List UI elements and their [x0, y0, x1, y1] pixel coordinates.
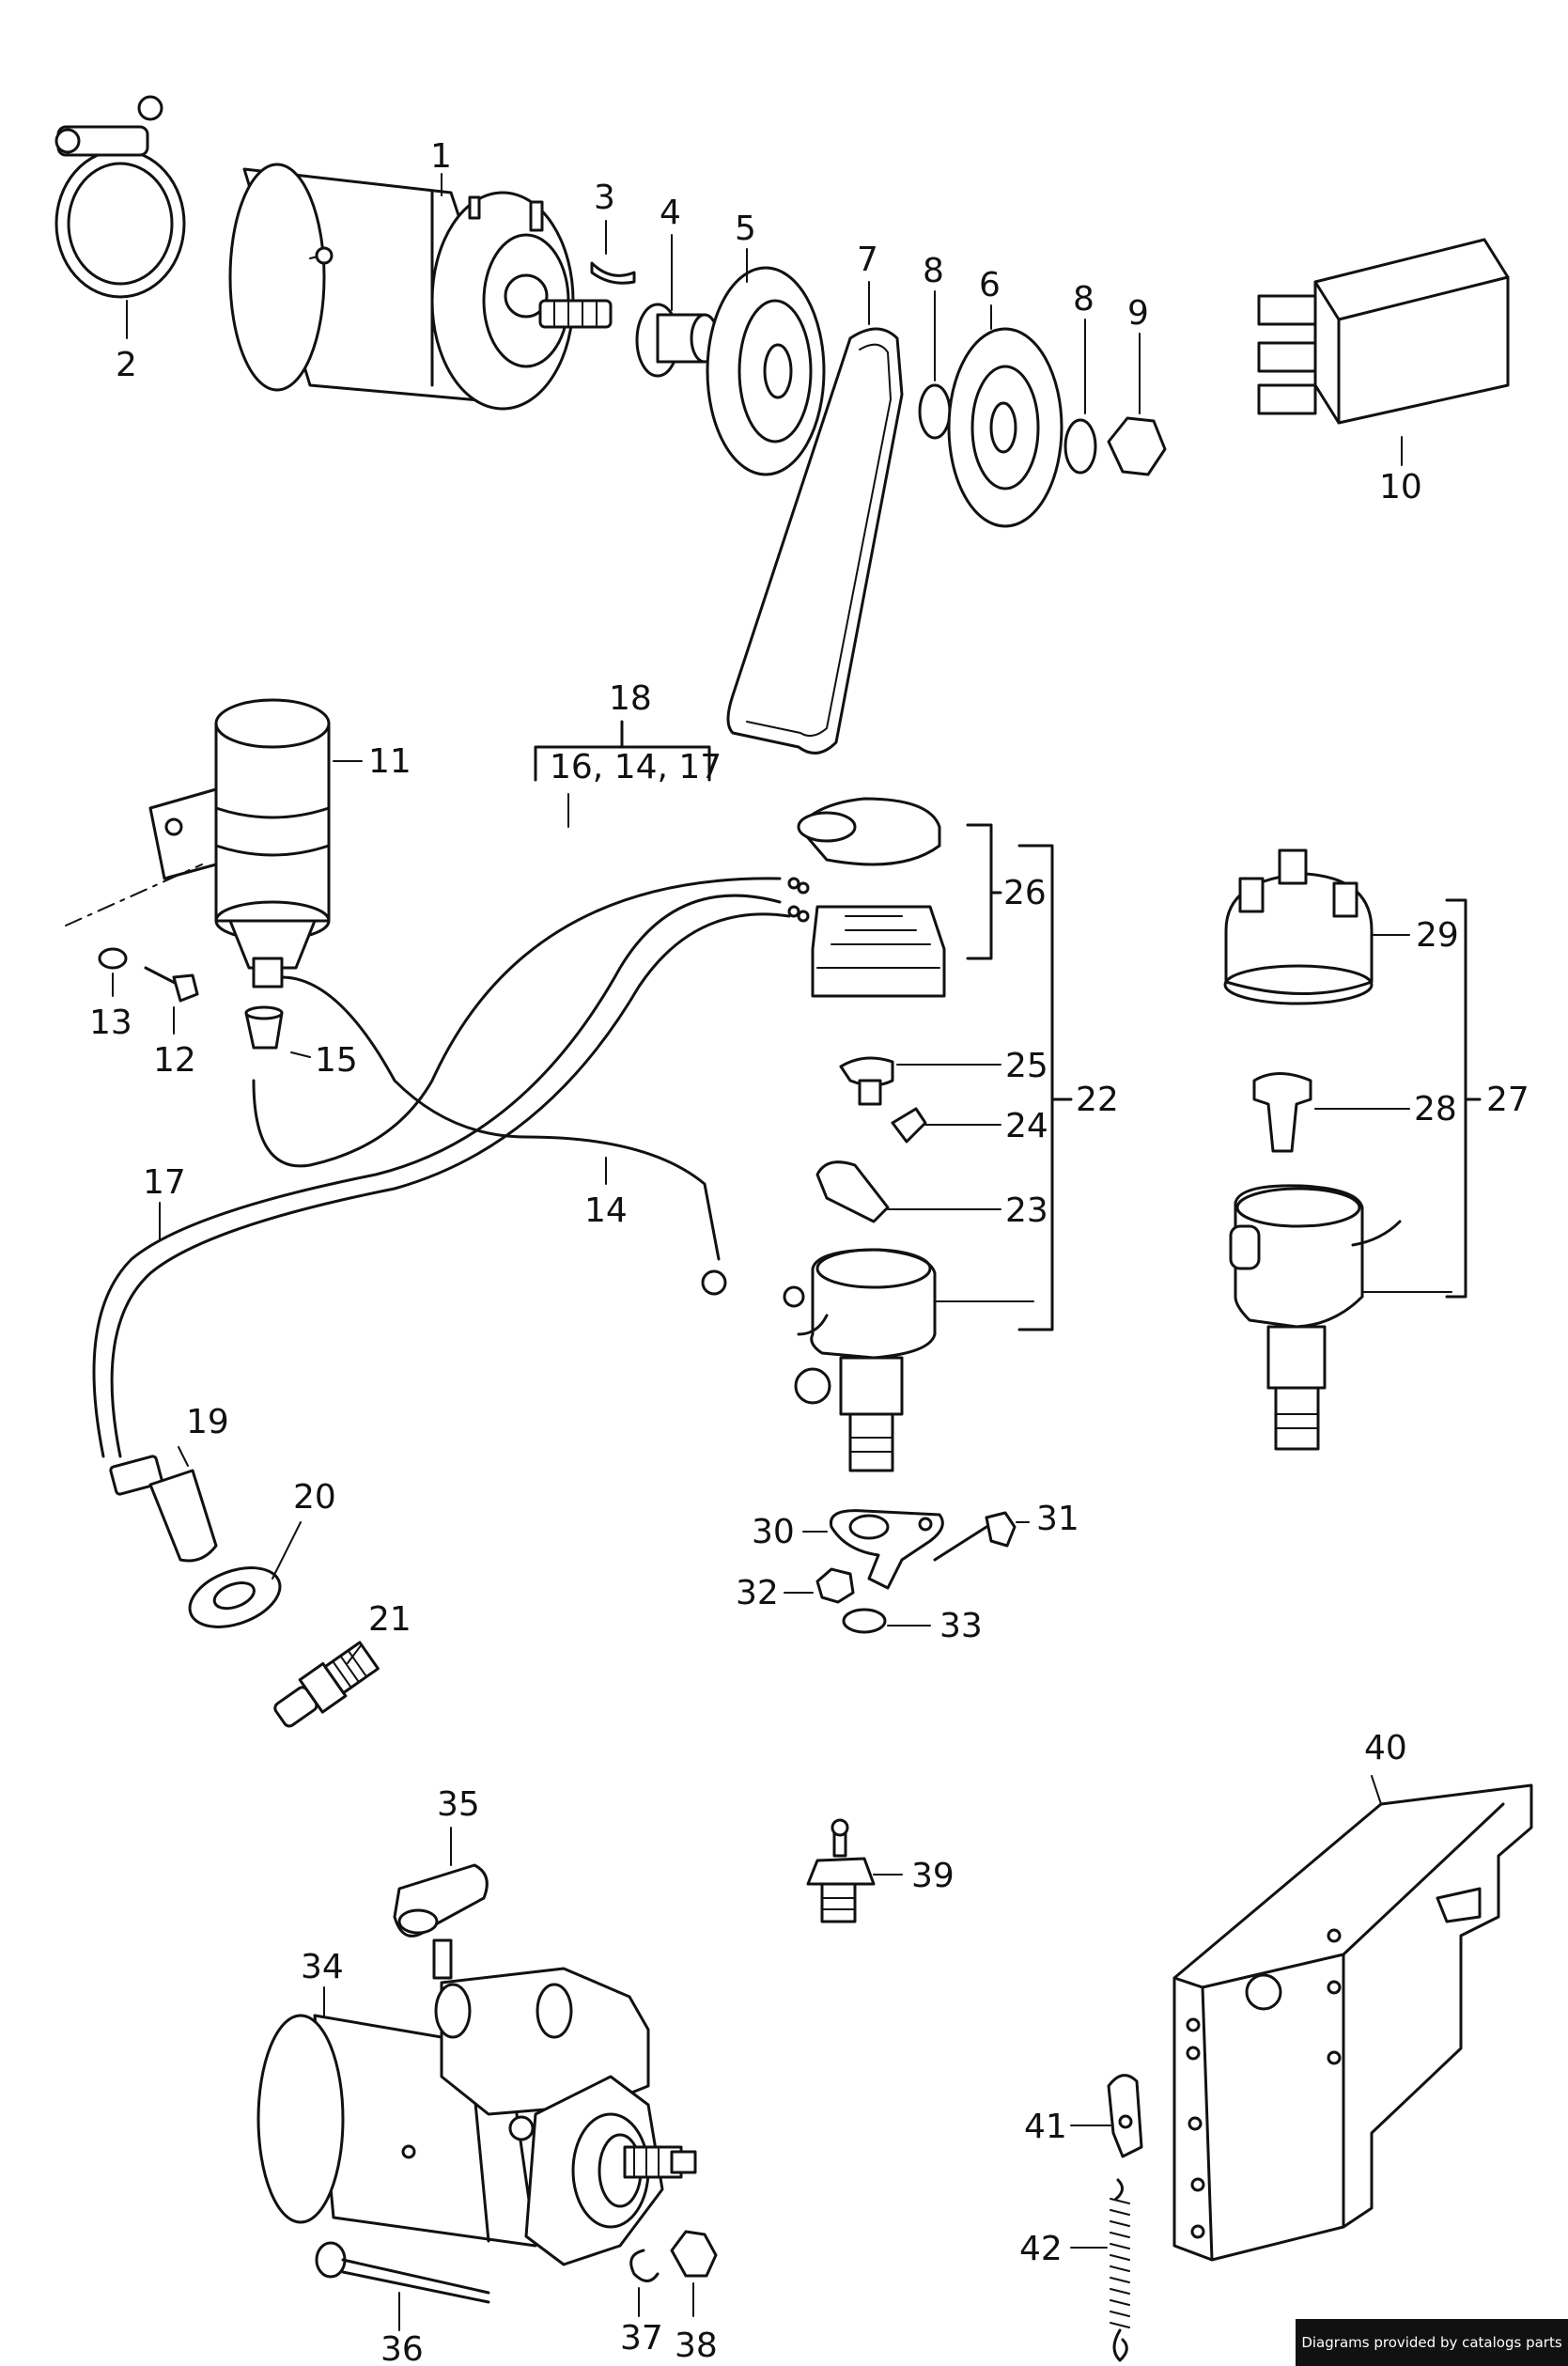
- callout-14a: 14: [584, 1191, 628, 1230]
- callout-29: 29: [1416, 916, 1459, 955]
- starter-boot: [393, 1863, 489, 1938]
- callout-18: 18: [609, 679, 652, 718]
- callout-16-14-17: 16, 14, 17: [550, 748, 722, 786]
- plug-seal: [188, 1566, 282, 1628]
- callout-10: 10: [1379, 468, 1422, 506]
- distributor-cap-29: [1223, 848, 1374, 1005]
- callout-5: 5: [735, 210, 756, 248]
- callout-28: 28: [1414, 1090, 1457, 1129]
- hose-clamp: [54, 95, 186, 299]
- callout-22: 22: [1076, 1081, 1119, 1119]
- cover-plate: [1172, 1783, 1533, 2262]
- mounting-bolt: [144, 966, 199, 1003]
- shim-washer: [918, 383, 952, 440]
- return-spring: [1110, 2178, 1130, 2362]
- rotor-25: [839, 1056, 894, 1106]
- callout-9: 9: [1127, 294, 1149, 333]
- pulley-half-inner: [947, 327, 1063, 528]
- pulley-nut: [1107, 416, 1167, 476]
- pulley-half-outer: [706, 266, 826, 476]
- starter-nut: [670, 2230, 718, 2278]
- callout-37: 37: [620, 2319, 663, 2358]
- callout-36: 36: [380, 2330, 424, 2366]
- shim-washer: [1063, 418, 1097, 475]
- callout-25: 25: [1005, 1047, 1048, 1085]
- clamp-bolt: [933, 1511, 1017, 1562]
- callout-21: 21: [368, 1600, 411, 1639]
- credit-banner: Diagrams provided by catalogs parts: [1296, 2319, 1568, 2366]
- callout-27: 27: [1486, 1081, 1529, 1119]
- callout-20: 20: [293, 1478, 336, 1517]
- callout-17: 17: [143, 1163, 186, 1202]
- spark-plug-connector: [109, 1455, 218, 1563]
- callout-35: 35: [437, 1785, 480, 1824]
- callout-30: 30: [752, 1513, 795, 1551]
- starter-through-bolt: [315, 2241, 490, 2304]
- distributor-body-22: [783, 1248, 937, 1472]
- condenser-23: [815, 1160, 890, 1223]
- callout-8a: 8: [923, 252, 944, 290]
- clamp-nut: [815, 1567, 855, 1604]
- callout-39: 39: [911, 1857, 955, 1895]
- callout-7: 7: [857, 241, 878, 279]
- callout-34: 34: [301, 1948, 344, 1986]
- distributor-cap-26: [797, 797, 946, 998]
- callout-13: 13: [89, 1004, 132, 1042]
- callout-8b: 8: [1073, 280, 1094, 319]
- v-belt: [726, 327, 904, 755]
- lock-washer: [629, 2249, 660, 2282]
- distributor-body-27: [1229, 1184, 1402, 1451]
- clamp-plate: [829, 1509, 944, 1590]
- ignition-cables: [92, 877, 791, 1458]
- callout-3: 3: [594, 179, 615, 217]
- starter-motor: [256, 1938, 697, 2266]
- spark-plug: [273, 1641, 380, 1728]
- coil-mount-leader: [65, 864, 203, 926]
- callout-11: 11: [368, 742, 411, 781]
- callout-12: 12: [153, 1041, 196, 1080]
- woodruff-key: [590, 261, 636, 285]
- contact-24: [891, 1107, 927, 1144]
- bracket-26: [966, 823, 993, 960]
- callout-24: 24: [1005, 1107, 1048, 1145]
- generator: [228, 163, 613, 411]
- callout-6: 6: [979, 266, 1001, 304]
- ignition-coil: [148, 698, 331, 988]
- callout-2: 2: [116, 346, 137, 384]
- oil-pressure-switch: [806, 1818, 876, 1923]
- callout-32: 32: [736, 1574, 779, 1612]
- clamp-washer: [842, 1608, 887, 1634]
- callout-42: 42: [1019, 2230, 1063, 2268]
- callout-4: 4: [660, 194, 681, 232]
- spacer: [635, 303, 720, 378]
- voltage-regulator: [1257, 238, 1510, 425]
- leader-lines: [112, 173, 1410, 2331]
- washer: [98, 947, 128, 970]
- callout-labels: 1 2 3 4 5 6 7 8 8 9 10 11 12 13 14 15 16…: [89, 137, 1529, 2366]
- callout-40: 40: [1364, 1729, 1407, 1767]
- callout-23: 23: [1005, 1191, 1048, 1230]
- callout-31: 31: [1036, 1500, 1079, 1538]
- callout-33: 33: [939, 1607, 983, 1645]
- callout-41: 41: [1024, 2108, 1067, 2146]
- callout-26: 26: [1003, 874, 1047, 912]
- bracket-22: [1017, 844, 1054, 1331]
- callout-38: 38: [675, 2327, 718, 2365]
- callout-15: 15: [315, 1041, 358, 1080]
- rotor-28: [1252, 1072, 1312, 1153]
- callout-19: 19: [186, 1403, 229, 1441]
- callout-1: 1: [430, 137, 452, 176]
